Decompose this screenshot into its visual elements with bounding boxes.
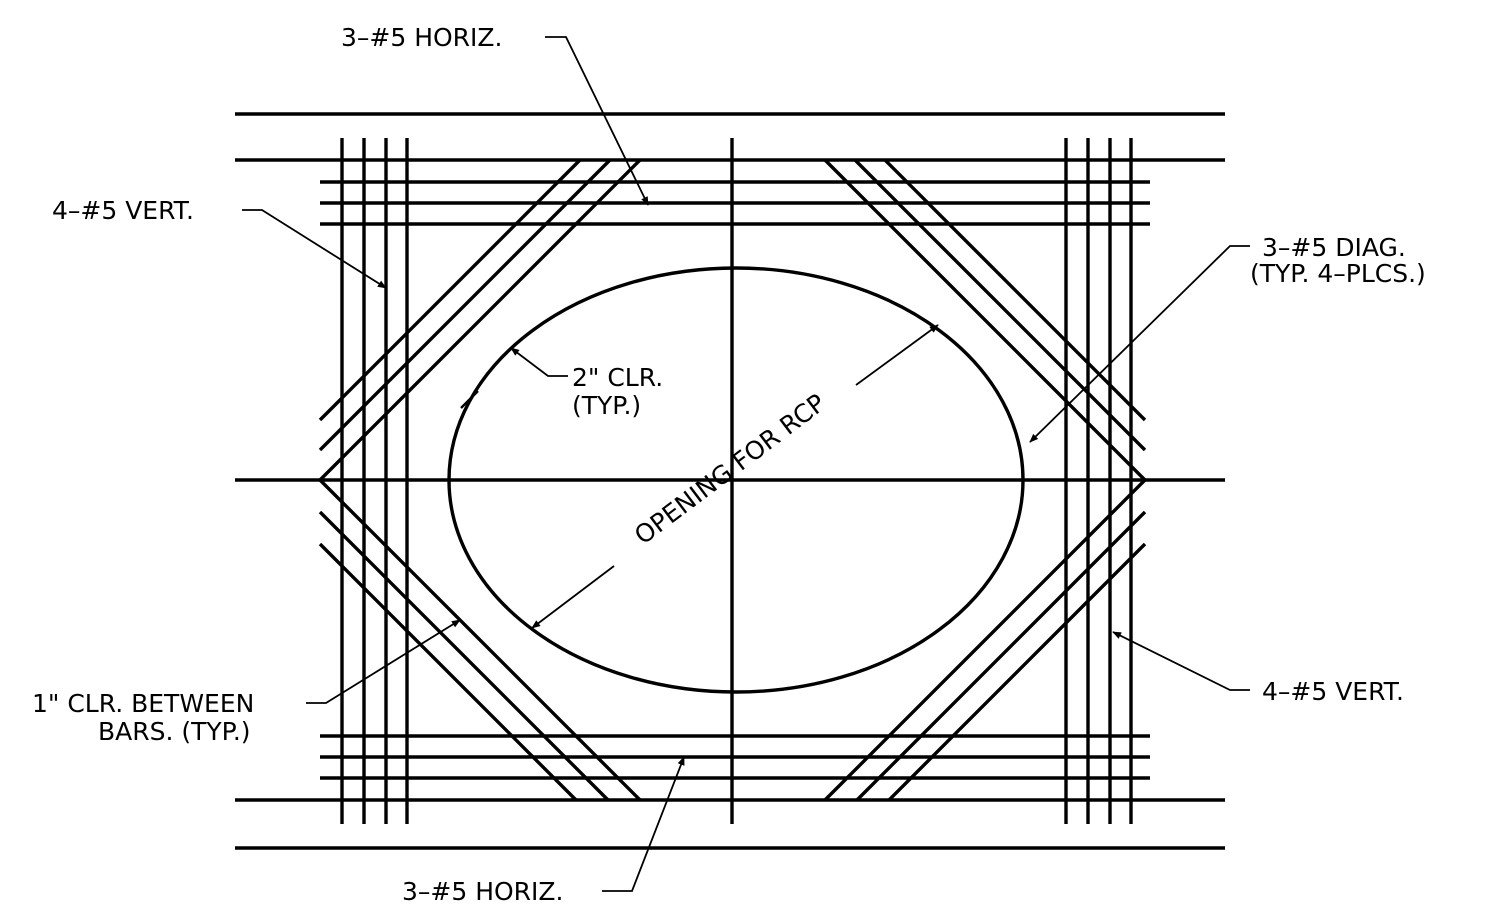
vert-left-label: 4–#5 VERT. — [52, 196, 194, 225]
clear-cover-dimension — [460, 390, 479, 409]
vert-right-label: 4–#5 VERT. — [1262, 677, 1404, 706]
horiz-top-label: 3–#5 HORIZ. — [341, 23, 503, 52]
diagonal-bars-bottom-left — [318, 478, 642, 802]
horiz-bottom-label: 3–#5 HORIZ. — [402, 877, 564, 906]
pipe-opening-ellipse — [447, 266, 1025, 694]
leader-lines — [242, 36, 1250, 892]
diagonal-bars-bottom-right — [823, 478, 1147, 802]
diag-label-line1: 3–#5 DIAG. — [1262, 233, 1406, 262]
clr2-label-line2: (TYP.) — [572, 391, 641, 420]
opening-label: OPENING FOR RCP — [629, 388, 831, 550]
vertical-bars-left — [340, 138, 409, 824]
wall-outlines — [235, 112, 1225, 850]
clr1-label-line1: 1" CLR. BETWEEN — [32, 689, 254, 718]
vertical-bars-right — [1064, 138, 1133, 824]
horizontal-bars-top — [320, 180, 1150, 226]
center-lines — [235, 138, 1225, 824]
horizontal-bars-bottom — [320, 734, 1150, 780]
clr1-label-line2: BARS. (TYP.) — [98, 717, 251, 746]
diag-label-line2: (TYP. 4–PLCS.) — [1250, 259, 1426, 288]
diagonal-bars-top-right — [823, 158, 1147, 482]
diagonal-bars-top-left — [318, 158, 642, 482]
clr2-label-line1: 2" CLR. — [572, 363, 663, 392]
